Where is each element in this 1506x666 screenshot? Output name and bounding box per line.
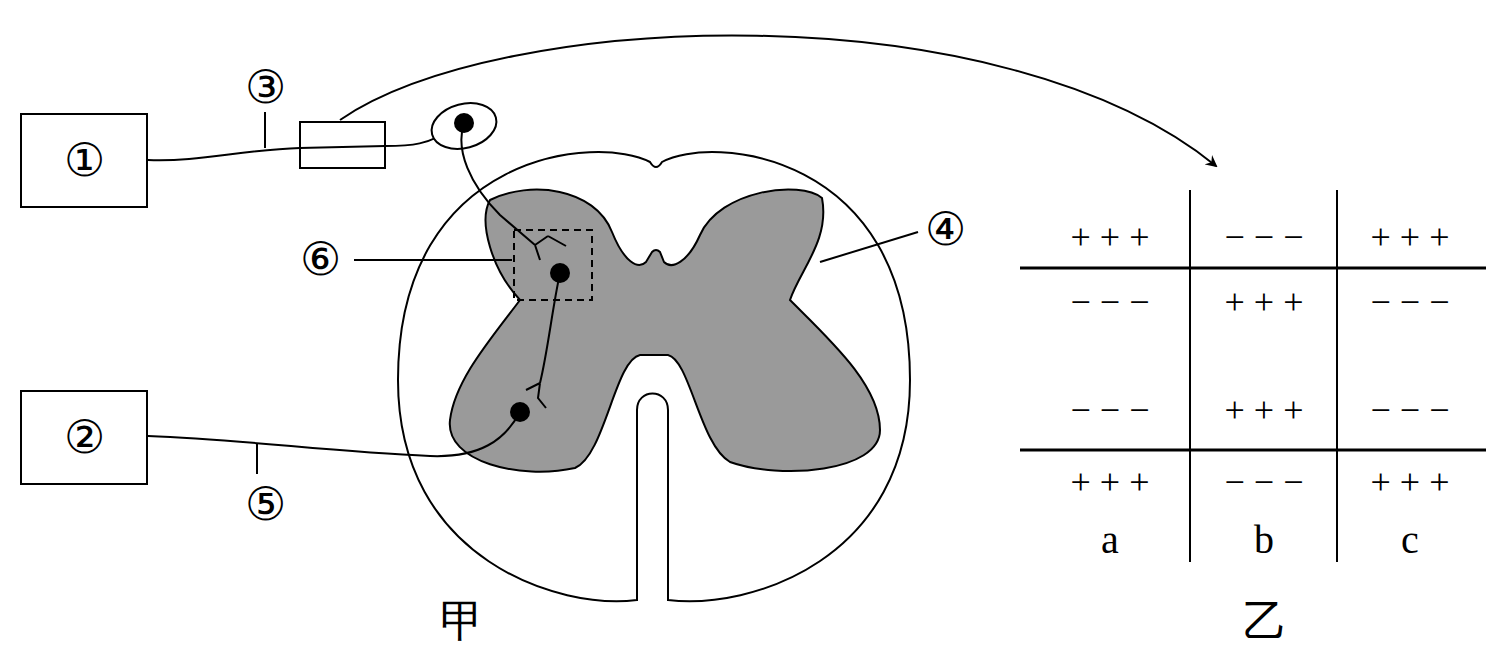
charge-sign: + + + bbox=[1225, 392, 1304, 428]
charge-sign: − − − bbox=[1225, 464, 1304, 500]
charge-sign: + + + bbox=[1225, 284, 1304, 320]
figure-label: 乙 bbox=[1243, 600, 1287, 644]
region-divider bbox=[1189, 190, 1191, 562]
charge-sign: + + + bbox=[1071, 219, 1150, 255]
interneuron-axon bbox=[540, 273, 560, 383]
magnify-arrow bbox=[340, 36, 1216, 166]
box-number: ① bbox=[64, 138, 105, 184]
synapse-terminal bbox=[535, 236, 566, 260]
figure-label: 甲 bbox=[440, 600, 484, 644]
nerve-segment-box bbox=[300, 122, 385, 168]
efferent-nerve bbox=[148, 412, 520, 456]
callout-number: ③ bbox=[245, 65, 286, 111]
charge-sign: − − − bbox=[1371, 284, 1450, 320]
charge-sign: − − − bbox=[1071, 284, 1150, 320]
membrane-line bbox=[1020, 267, 1486, 270]
charge-sign: − − − bbox=[1071, 392, 1150, 428]
spinal-cord-outline bbox=[398, 152, 910, 601]
charge-sign: + + + bbox=[1071, 464, 1150, 500]
synapse-region bbox=[514, 230, 592, 300]
leader-line bbox=[264, 112, 266, 148]
synapse-terminal bbox=[526, 383, 546, 408]
leader-line bbox=[256, 444, 258, 474]
leader-line bbox=[354, 259, 512, 261]
callout-number: ⑥ bbox=[300, 237, 341, 283]
region-letter: c bbox=[1401, 520, 1419, 560]
organ-box: ② bbox=[20, 390, 148, 485]
charge-sign: + + + bbox=[1371, 464, 1450, 500]
organ-box: ① bbox=[20, 113, 148, 208]
callout-number: ④ bbox=[925, 207, 966, 253]
charge-sign: + + + bbox=[1371, 219, 1450, 255]
charge-sign: − − − bbox=[1371, 392, 1450, 428]
gray-matter bbox=[450, 190, 880, 472]
charge-sign: − − − bbox=[1225, 219, 1304, 255]
callout-number: ⑤ bbox=[245, 482, 286, 528]
region-letter: a bbox=[1101, 520, 1119, 560]
leader-line bbox=[820, 232, 918, 262]
region-divider bbox=[1336, 190, 1338, 562]
region-letter: b bbox=[1254, 520, 1274, 560]
box-number: ② bbox=[64, 415, 105, 461]
sensory-axon bbox=[461, 123, 535, 245]
membrane-line bbox=[1020, 449, 1486, 452]
